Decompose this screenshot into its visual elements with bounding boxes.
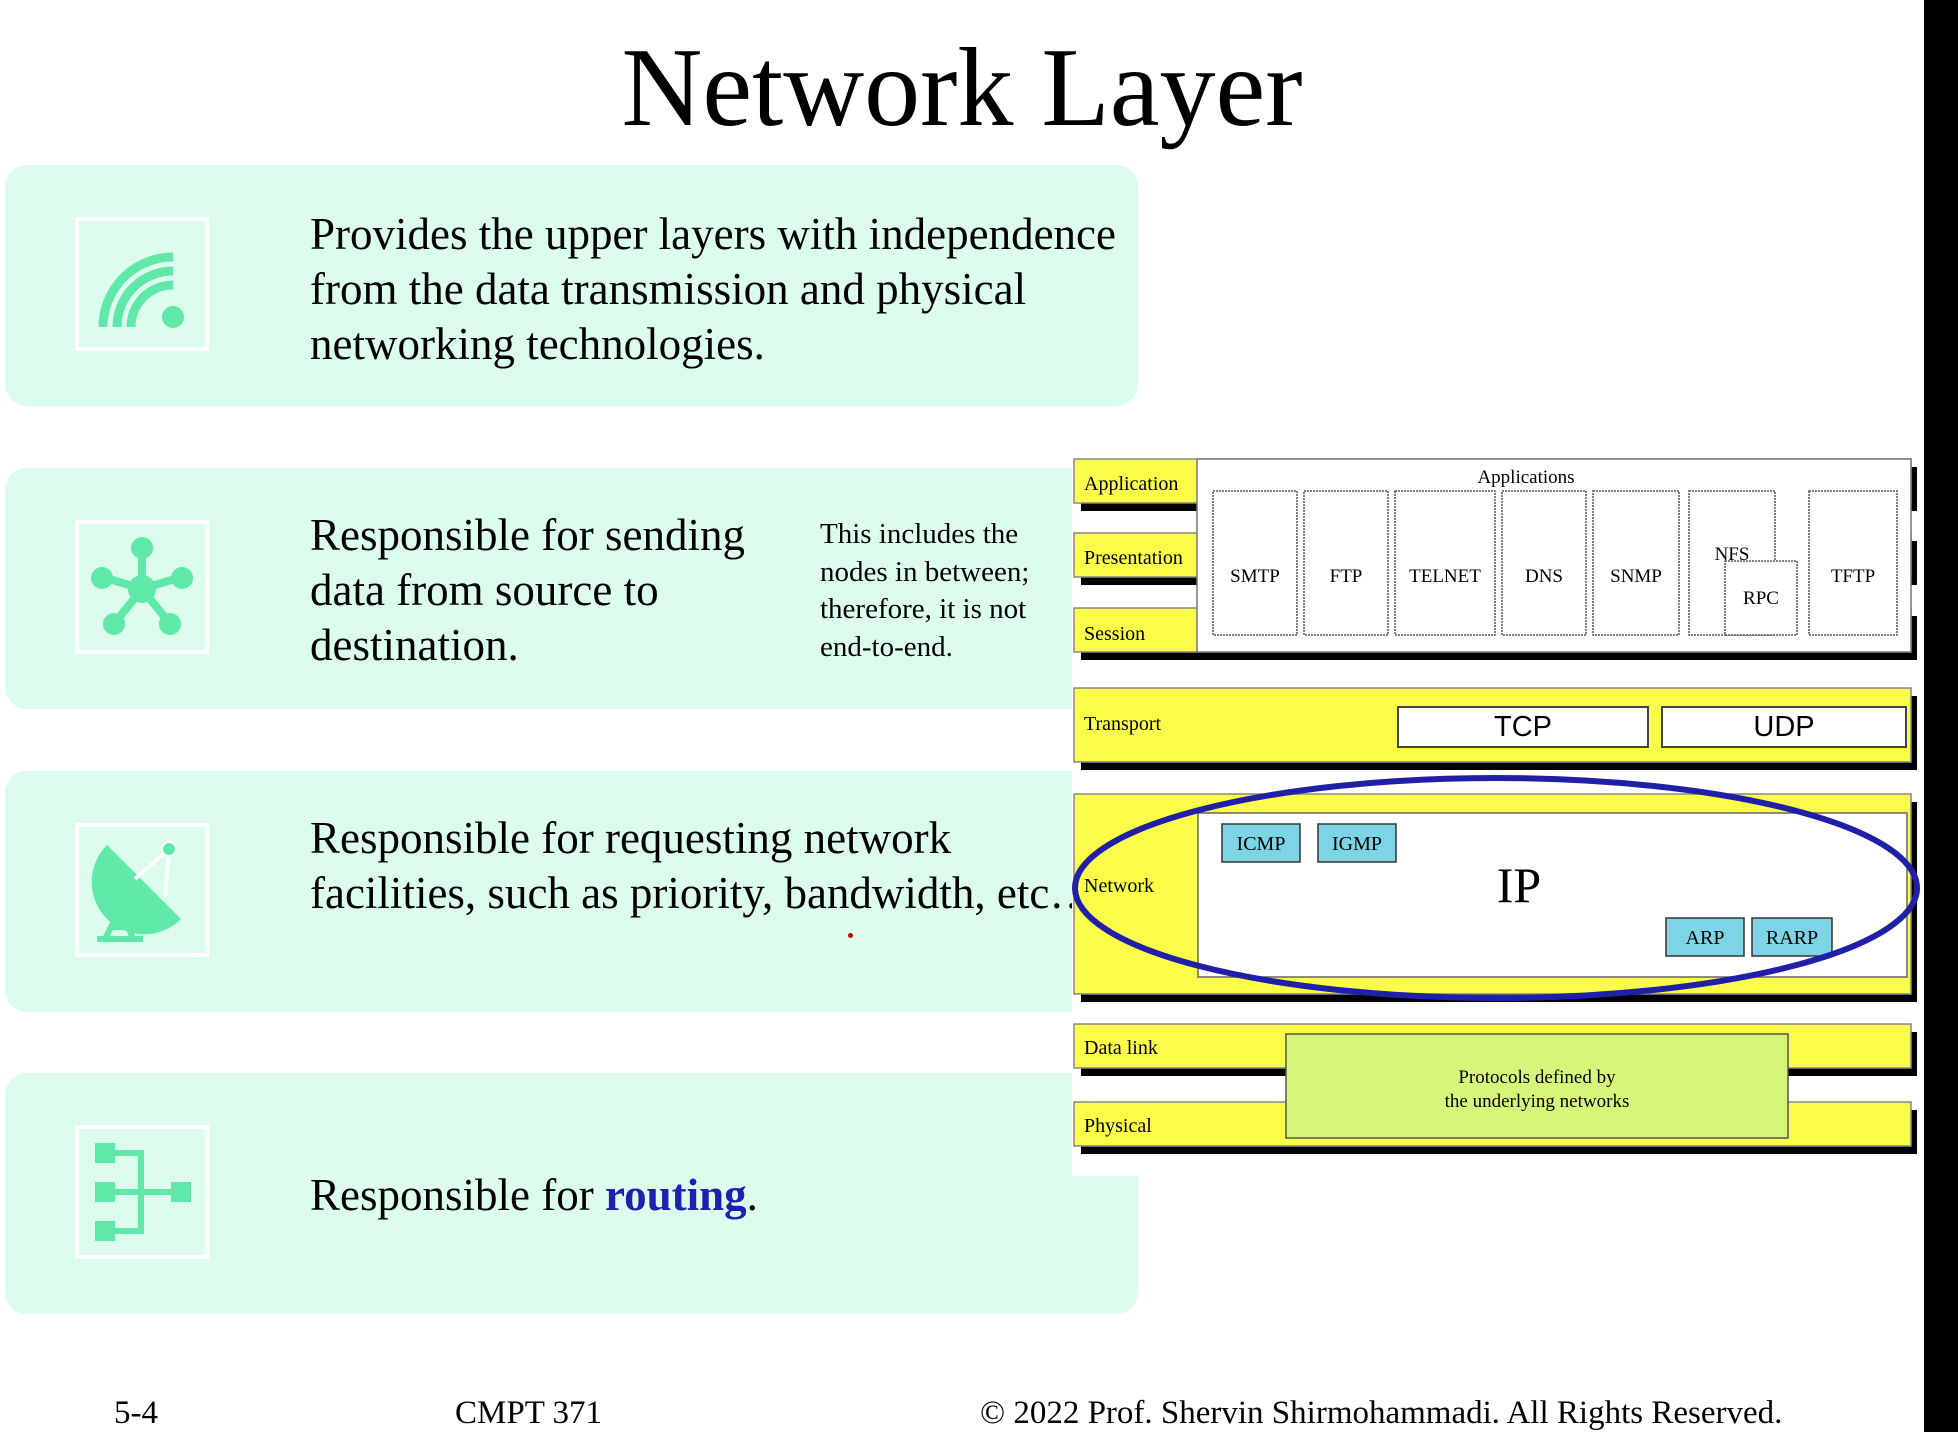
protocol-telnet: TELNET — [1409, 566, 1481, 587]
transport-layer: Transport TCP UDP — [1073, 687, 1917, 770]
upper-layers: Application Presentation Session Applica… — [1073, 458, 1917, 660]
layer-label-session: Session — [1084, 623, 1145, 645]
card-text: Responsible for routing. — [310, 1168, 1130, 1223]
card-text-start: Responsible for — [310, 1170, 605, 1220]
protocol-tftp: TFTP — [1831, 566, 1875, 587]
protocol-igmp: IGMP — [1332, 833, 1382, 855]
layer-label-application: Application — [1084, 473, 1178, 495]
card-text: Responsible for sending data from source… — [310, 510, 745, 670]
layer-label-data-link: Data link — [1084, 1037, 1158, 1059]
protocol-nfs: NFS — [1715, 544, 1750, 565]
course-code: CMPT 371 — [455, 1395, 603, 1431]
layer-label-network: Network — [1084, 875, 1154, 897]
protocol-tcp: TCP — [1494, 711, 1552, 743]
slide-number: 5-4 — [114, 1395, 158, 1431]
network-layer: Network ICMP IGMP IP ARP RARP — [1072, 775, 1920, 1002]
satellite-dish-icon — [75, 823, 209, 957]
card-side-note: This includes the nodes in between; ther… — [820, 518, 1030, 663]
protocol-rpc: RPC — [1743, 588, 1779, 609]
protocol-ftp: FTP — [1330, 566, 1363, 587]
lower-layers: Data link Physical Protocols defined by … — [1073, 1023, 1917, 1154]
wifi-icon — [75, 217, 209, 351]
card-network-facilities: Responsible for requesting network facil… — [5, 771, 1138, 1012]
underlying-networks-line1: Protocols defined by — [1458, 1067, 1616, 1088]
card-text: Provides the upper layers with independe… — [310, 209, 1117, 369]
layer-label-transport: Transport — [1084, 713, 1161, 735]
card-independence: Provides the upper layers with independe… — [5, 165, 1138, 406]
hierarchy-icon — [75, 1125, 209, 1259]
highlight-ellipse — [1072, 775, 1920, 1001]
card-text-end: . — [746, 1170, 758, 1220]
slide-title: Network Layer — [621, 26, 1303, 150]
slide-edge-bar — [1924, 0, 1958, 1432]
card-source-destination: Responsible for sending data from source… — [5, 468, 1138, 709]
protocol-arp: ARP — [1686, 927, 1725, 949]
protocol-dns: DNS — [1525, 566, 1563, 587]
layer-label-presentation: Presentation — [1084, 547, 1183, 569]
protocol-ip: IP — [1497, 857, 1541, 913]
applications-label: Applications — [1477, 467, 1574, 488]
protocol-snmp: SNMP — [1610, 566, 1662, 587]
card-text: Responsible for requesting network facil… — [310, 813, 1095, 918]
underlying-networks-line2: the underlying networks — [1445, 1091, 1630, 1112]
laser-pointer-dot — [848, 933, 853, 938]
protocol-smtp: SMTP — [1230, 566, 1280, 587]
routing-emphasis: routing — [604, 1170, 747, 1220]
copyright-notice: © 2022 Prof. Shervin Shirmohammadi. All … — [980, 1395, 1783, 1431]
card-routing: Responsible for routing. — [5, 1073, 1138, 1314]
protocol-icmp: ICMP — [1237, 833, 1286, 855]
layer-label-physical: Physical — [1084, 1115, 1152, 1137]
network-hub-icon — [75, 520, 209, 654]
tcpip-stack-diagram: Application Presentation Session Applica… — [1072, 456, 1924, 1176]
protocol-rarp: RARP — [1766, 927, 1818, 949]
protocol-udp: UDP — [1753, 711, 1814, 743]
